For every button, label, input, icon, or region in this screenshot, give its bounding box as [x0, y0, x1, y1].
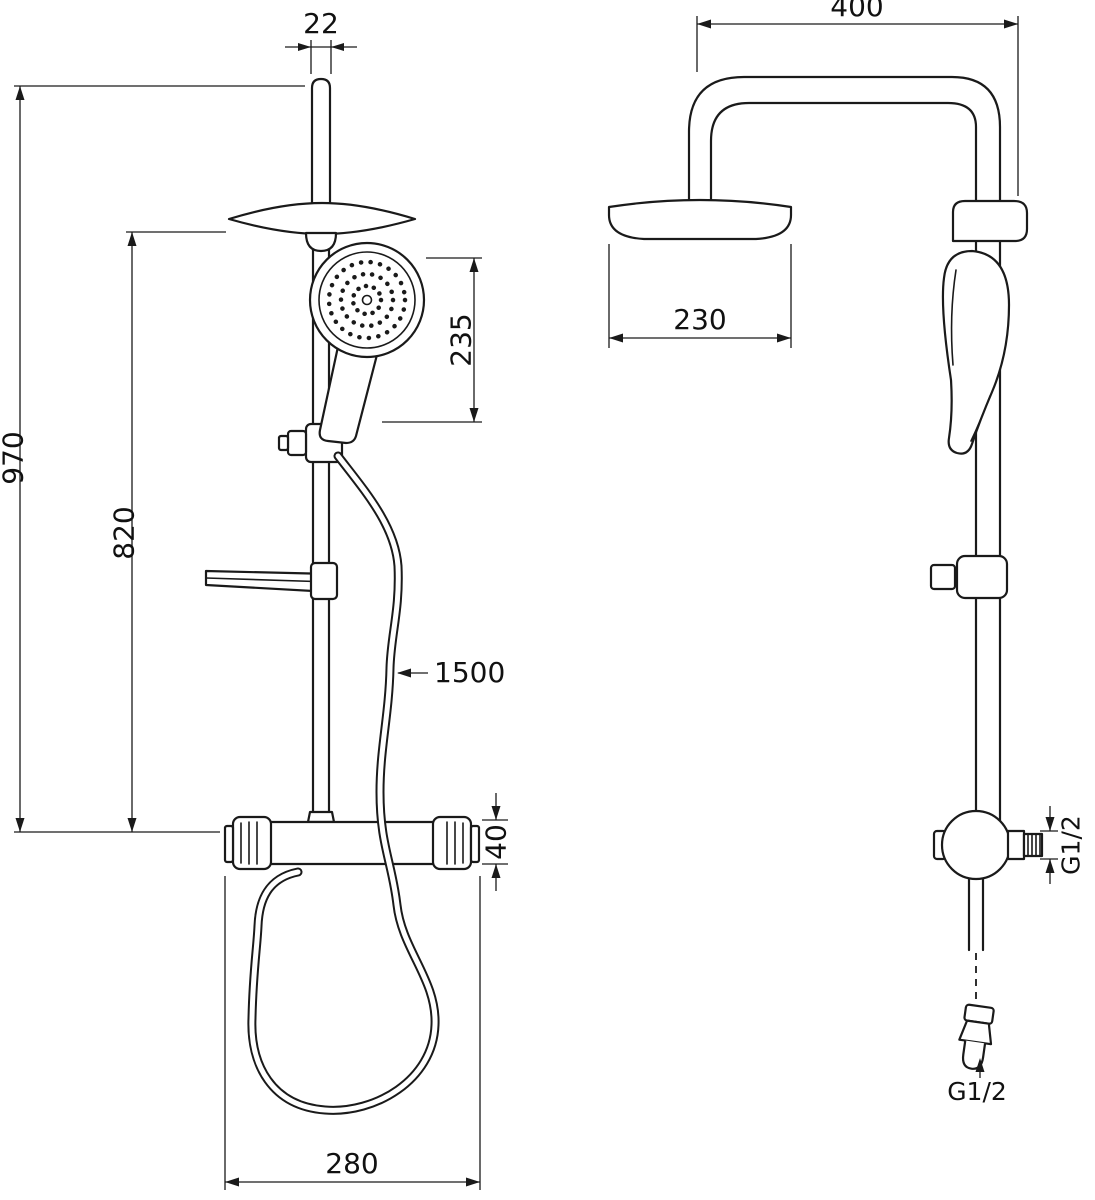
dim-label-inlet-thread: G1/2	[1057, 815, 1086, 875]
dim-label-hose-thread: G1/2	[947, 1077, 1007, 1106]
hose-core	[249, 453, 438, 1113]
dim-handset-length: 235	[382, 257, 482, 423]
dim-inlet-thread: G1/2	[1040, 806, 1086, 884]
dim-label-pipe-width: 22	[303, 7, 339, 40]
thermostatic-mixer-side	[932, 809, 1044, 881]
hose-connection-side	[958, 877, 995, 1070]
dim-overall-height: 970	[0, 85, 305, 833]
thread-hatching	[1027, 833, 1041, 857]
hose-cone	[958, 1019, 993, 1046]
dim-label-valve-width: 280	[325, 1147, 378, 1180]
side-view	[607, 75, 1044, 1070]
handset-contour-2	[970, 395, 991, 442]
mixer-left-knob	[231, 815, 273, 871]
dim-pipe-width: 22	[285, 7, 357, 74]
nozzle-ring-1	[350, 283, 384, 317]
dim-hose-length: 1500	[397, 656, 505, 689]
dim-label-arm-length: 400	[830, 0, 883, 23]
rain-shower-head-side	[607, 198, 793, 241]
dim-label-handset-length: 235	[445, 313, 478, 366]
mixer-side-body	[940, 809, 1012, 881]
mixer-inlet-neck	[1006, 829, 1026, 861]
mixer-left-cap	[223, 824, 235, 864]
dim-hose-thread: G1/2	[947, 1058, 1007, 1106]
nozzle-ring-3	[326, 259, 408, 341]
dim-label-rail-height: 820	[108, 506, 141, 559]
dim-valve-width: 280	[224, 876, 481, 1190]
handset-contour-1	[950, 269, 957, 366]
shower-hose	[247, 451, 440, 1115]
hand-shower-face	[308, 241, 426, 359]
slider-knob-cap	[277, 434, 290, 452]
hose-drop	[967, 877, 985, 952]
dim-arm-length: 400	[696, 0, 1019, 196]
thermostatic-mixer-front	[223, 810, 481, 871]
slider-knob	[286, 429, 308, 457]
dim-label-head-diameter: 230	[673, 303, 726, 336]
shelf-clamp	[309, 561, 339, 601]
handset-holder-bracket	[951, 199, 1029, 243]
hand-shower-head	[308, 241, 426, 359]
soap-shelf	[204, 561, 339, 601]
mixer-left-knob-grips	[240, 821, 258, 865]
rain-head-fitting	[304, 231, 338, 253]
front-view	[204, 77, 481, 1115]
rail-slider-side	[929, 554, 1009, 600]
hose-outline	[247, 451, 440, 1115]
dim-rail-height: 820	[108, 231, 226, 832]
handset-body-side	[941, 249, 1011, 455]
hose-end-fitting	[958, 1003, 995, 1070]
slider-clamp-side	[955, 554, 1009, 600]
hand-shower-handle	[318, 341, 381, 445]
mixer-escutcheon	[306, 810, 336, 824]
dim-label-overall-height: 970	[0, 431, 30, 484]
mixer-right-cap	[469, 824, 481, 864]
dim-valve-height: 40	[480, 793, 513, 891]
slider-knob-side	[929, 563, 957, 591]
hand-shower-center	[361, 294, 373, 306]
shower-arm-inner	[709, 101, 978, 847]
hand-shower-side	[941, 249, 1011, 455]
rain-shower-head-front	[227, 201, 417, 236]
shower-arm-outer	[687, 75, 1002, 847]
mixer-body	[262, 820, 442, 866]
mixer-right-knob-grips	[446, 821, 464, 865]
hand-shower-inner-ring	[318, 251, 416, 349]
dim-label-valve-height: 40	[480, 824, 513, 860]
mixer-right-knob	[431, 815, 473, 871]
top-pipe	[310, 77, 332, 208]
dim-label-hose-length: 1500	[434, 656, 505, 689]
dim-head-diameter: 230	[608, 244, 792, 348]
nozzle-ring-2	[338, 271, 396, 329]
